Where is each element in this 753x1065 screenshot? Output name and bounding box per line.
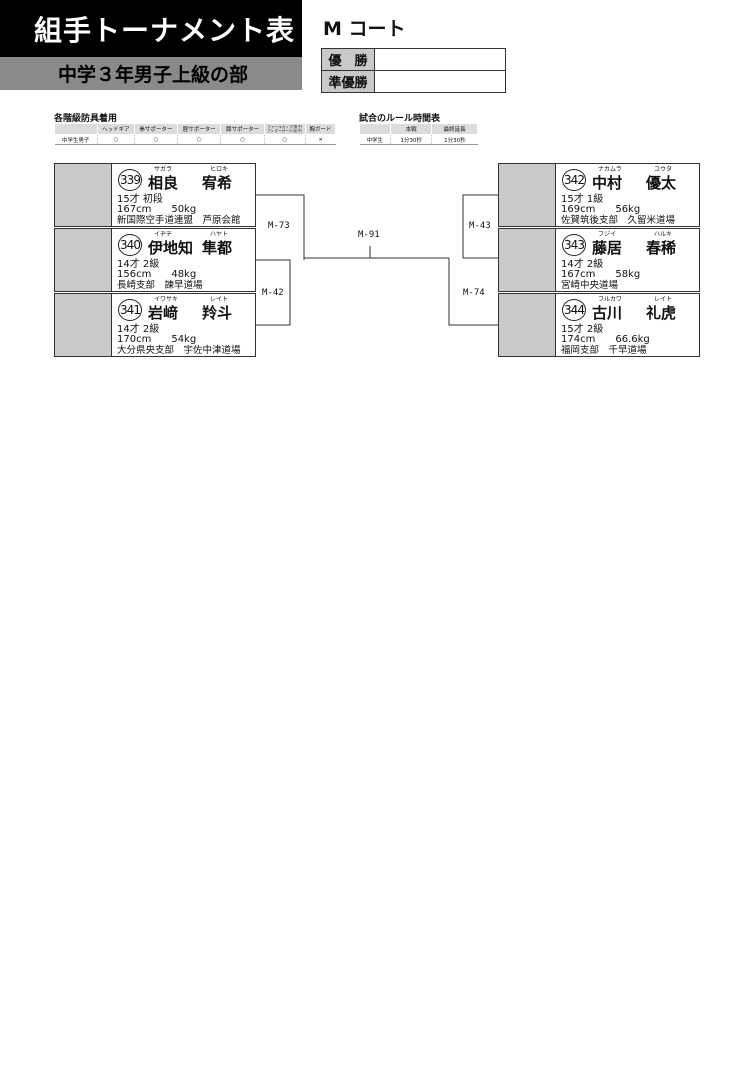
bracket-line — [462, 194, 498, 259]
age-rank: 15才 初段 — [117, 194, 163, 205]
gear-cell: ○ — [220, 134, 265, 145]
match-label-m73: M-73 — [268, 221, 290, 231]
ruby-last: ナカムラ — [598, 166, 622, 173]
winner-table: 優 勝 準優勝 — [321, 48, 506, 93]
gear-table-title: 各階級防具着用 — [54, 114, 118, 124]
first-name: 羚斗 — [202, 304, 233, 322]
result-box — [55, 294, 112, 356]
club: 宮崎中央道場 — [561, 280, 619, 291]
height-weight: 170cm 54kg — [117, 334, 197, 345]
height-weight: 167cm 58kg — [561, 269, 641, 280]
first-name: 礼虎 — [646, 304, 677, 322]
entry-number: 340 — [118, 234, 142, 256]
rule-cell: 中学生 — [359, 134, 391, 145]
age-rank: 14才 2級 — [117, 324, 160, 335]
height-weight: 169cm 56kg — [561, 204, 641, 215]
result-box — [55, 164, 112, 226]
first-name: 春稀 — [646, 239, 677, 257]
ruby-first: ユウタ — [654, 166, 673, 173]
entry-number: 344 — [562, 299, 586, 321]
gear-header: 胸ガード — [304, 123, 337, 135]
first-name: 優太 — [646, 174, 677, 192]
gear-header: ヘッドギア — [97, 123, 135, 135]
result-box — [499, 229, 556, 291]
result-box — [499, 294, 556, 356]
rule-header: 最終延長 — [431, 123, 478, 135]
ruby-last: フジイ — [598, 231, 617, 238]
club: 大分県央支部 宇佐中津道場 — [117, 345, 241, 356]
rule-header: 本戦 — [390, 123, 433, 135]
ruby-last: サガラ — [154, 166, 173, 173]
bracket-line — [448, 258, 498, 326]
gear-cell: 中学生男子 — [54, 134, 98, 145]
ruby-last: イヂチ — [154, 231, 173, 238]
match-label-m74: M-74 — [463, 288, 485, 298]
court-label: M コート — [323, 18, 406, 40]
player-card-341: 341 イワサキ レイト 岩﨑 羚斗 14才 2級 170cm 54kg 大分県… — [54, 293, 256, 357]
rule-table-title: 試合のルール時間表 — [359, 114, 441, 124]
gear-cell: ○ — [133, 134, 178, 145]
age-rank: 14才 2級 — [561, 259, 604, 270]
result-box — [499, 164, 556, 226]
bracket-line — [256, 259, 291, 326]
gear-header: 膝サポーター — [220, 123, 265, 135]
page-title: 組手トーナメント表 — [0, 0, 302, 57]
division-title: 中学３年男子上級の部 — [0, 57, 302, 90]
rule-cell: 1分30秒 — [390, 134, 432, 145]
first-name: 隼都 — [202, 239, 233, 257]
gear-header — [54, 123, 98, 135]
runnerup-value — [374, 70, 506, 93]
ruby-first: ハルキ — [654, 231, 673, 238]
age-rank: 14才 2級 — [117, 259, 160, 270]
first-name: 宥希 — [202, 174, 233, 192]
gear-cell: ○ — [263, 134, 306, 145]
ruby-first: レイト — [210, 296, 229, 303]
player-card-339: 339 サガラ ヒロキ 相良 宥希 15才 初段 167cm 50kg 新国際空… — [54, 163, 256, 227]
player-card-344: 344 フルカワ レイト 古川 礼虎 15才 2級 174cm 66.6kg 福… — [498, 293, 700, 357]
match-label-m43: M-43 — [469, 221, 491, 231]
result-box — [55, 229, 112, 291]
entry-number: 343 — [562, 234, 586, 256]
last-name: 中村 — [592, 174, 623, 192]
gear-header: ファールカップ(男子) アンダーガード(女子) — [263, 123, 306, 135]
rule-header — [358, 123, 392, 135]
last-name: 古川 — [592, 304, 623, 322]
rule-table: 本戦 最終延長 中学生 1分30秒 1分30秒 — [358, 123, 478, 145]
ruby-first: ハヤト — [210, 231, 229, 238]
age-rank: 15才 1級 — [561, 194, 604, 205]
height-weight: 174cm 66.6kg — [561, 334, 650, 345]
ruby-last: フルカワ — [598, 296, 622, 303]
gear-cell: ○ — [177, 134, 221, 145]
gear-cell: × — [304, 134, 336, 145]
player-card-340: 340 イヂチ ハヤト 伊地知 隼都 14才 2級 156cm 48kg 長崎支… — [54, 228, 256, 292]
club: 福岡支部 千早道場 — [561, 345, 647, 356]
ruby-last: イワサキ — [154, 296, 179, 303]
player-card-343: 343 フジイ ハルキ 藤居 春稀 14才 2級 167cm 58kg 宮崎中央… — [498, 228, 700, 292]
gear-table: ヘッドギア 拳サポーター 脛サポーター 膝サポーター ファールカップ(男子) ア… — [54, 123, 337, 145]
entry-number: 339 — [118, 169, 142, 191]
last-name: 相良 — [148, 174, 179, 192]
player-card-342: 342 ナカムラ ユウタ 中村 優太 15才 1級 169cm 56kg 佐賀筑… — [498, 163, 700, 227]
winner-label: 優 勝 — [321, 48, 375, 71]
entry-number: 341 — [118, 299, 142, 321]
gear-cell: ○ — [97, 134, 135, 145]
height-weight: 156cm 48kg — [117, 269, 197, 280]
ruby-first: レイト — [654, 296, 673, 303]
entry-number: 342 — [562, 169, 586, 191]
match-label-m91: M-91 — [358, 230, 380, 240]
runnerup-label: 準優勝 — [321, 70, 375, 93]
last-name: 藤居 — [592, 239, 623, 257]
match-label-m42: M-42 — [262, 288, 284, 298]
rule-cell: 1分30秒 — [431, 134, 478, 145]
last-name: 伊地知 — [148, 239, 194, 257]
height-weight: 167cm 50kg — [117, 204, 197, 215]
club: 佐賀筑後支部 久留米道場 — [561, 215, 676, 226]
ruby-first: ヒロキ — [210, 166, 229, 173]
age-rank: 15才 2級 — [561, 324, 604, 335]
club: 長崎支部 諫早道場 — [117, 280, 203, 291]
bracket-line — [256, 194, 305, 260]
club: 新国際空手道連盟 芦原会館 — [117, 215, 241, 226]
last-name: 岩﨑 — [148, 304, 179, 322]
